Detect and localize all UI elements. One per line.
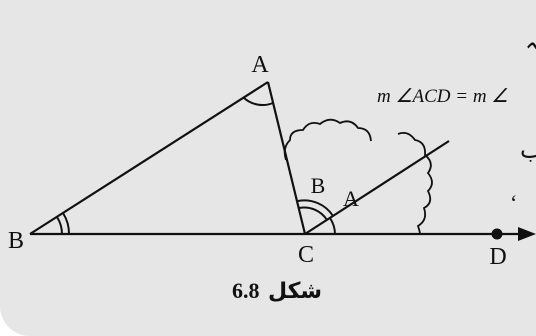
partial-glyph-2: ‘ xyxy=(510,190,517,215)
side-ba xyxy=(29,81,269,235)
label-b: B xyxy=(8,228,24,254)
label-a: A xyxy=(251,52,269,78)
point-d xyxy=(491,228,503,240)
angle-c-b-arc-2 xyxy=(297,199,334,217)
partial-glyph: ب xyxy=(520,136,536,164)
angle-label-b: B xyxy=(311,173,326,198)
label-d: D xyxy=(489,244,506,270)
angle-label-a: A xyxy=(343,186,359,211)
angle-b-arc-1 xyxy=(56,216,63,235)
equation-text: m ∠ACD = m ∠ xyxy=(377,86,508,107)
caption-number: 6.8 xyxy=(232,278,260,303)
angle-c-b-arc-1 xyxy=(298,206,328,221)
caption-word: شکل xyxy=(268,279,322,304)
ray-ce xyxy=(304,140,450,235)
angle-b-arc-2 xyxy=(62,212,71,235)
exterior-angle-arc xyxy=(283,118,433,235)
angle-a-arc xyxy=(243,97,274,107)
side-ac xyxy=(266,81,307,235)
question-text: ہیں؟ کیا آپ کہہ سکتے ہیں کہ xyxy=(525,28,536,56)
label-c: C xyxy=(298,242,314,268)
arrow-head xyxy=(518,227,536,241)
angle-c-a-arc xyxy=(329,217,336,235)
